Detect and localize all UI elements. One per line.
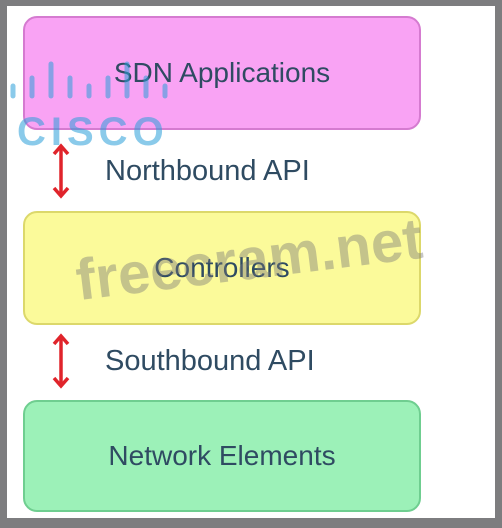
double-headed-arrow-icon — [52, 143, 70, 199]
controllers-layer: Controllers — [23, 211, 421, 325]
diagram-frame: SDN Applications Northbound API Controll… — [7, 6, 495, 518]
network-elements-layer: Network Elements — [23, 400, 421, 512]
cisco-logo-text: CISCO — [17, 110, 169, 154]
controllers-label: Controllers — [154, 252, 290, 283]
sdn-applications-label: SDN Applications — [113, 57, 331, 88]
cisco-bars-icon — [10, 61, 168, 99]
northbound-api-connector: Northbound API — [51, 139, 310, 203]
southbound-api-connector: Southbound API — [51, 329, 315, 393]
network-elements-label: Network Elements — [108, 440, 336, 471]
cisco-logo: CISCO — [7, 58, 177, 158]
northbound-api-label: Northbound API — [105, 154, 310, 187]
southbound-api-label: Southbound API — [105, 344, 315, 377]
double-headed-arrow-icon — [52, 333, 70, 389]
sdn-applications-layer: SDN Applications — [23, 16, 421, 130]
